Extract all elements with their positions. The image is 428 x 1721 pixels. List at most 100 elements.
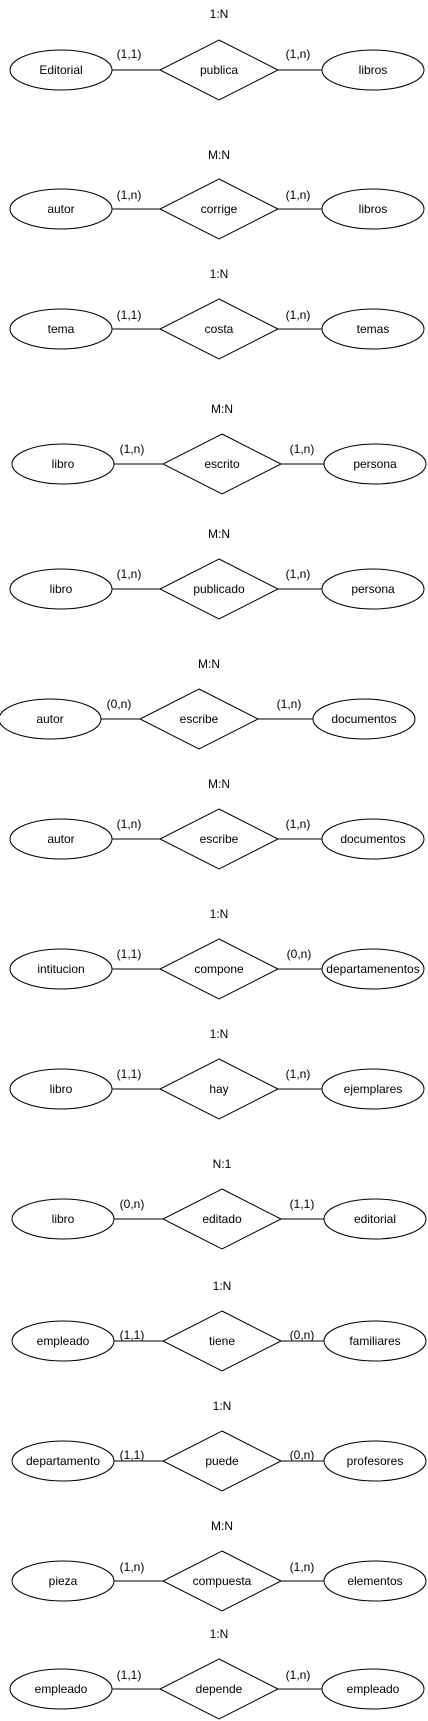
- relationship-diamond: [158, 39, 280, 101]
- left-entity-label: autor: [36, 712, 63, 726]
- cardinality-ratio-label: 1:N: [210, 1627, 229, 1641]
- right-cardinality-label: (0,n): [290, 1448, 315, 1462]
- right-entity-label: libros: [359, 63, 388, 77]
- relationship-label: publicado: [193, 582, 245, 596]
- left-entity-label: autor: [47, 832, 74, 846]
- relationship-label: escribe: [180, 712, 219, 726]
- left-entity-shape: [9, 188, 113, 230]
- relationship-diamond: [161, 1550, 283, 1612]
- right-entity-label: persona: [351, 582, 395, 596]
- relationship-diamond: [161, 433, 283, 495]
- right-entity-shape: [323, 1198, 427, 1240]
- right-cardinality-label: (0,n): [290, 1328, 315, 1342]
- left-entity-label: Editorial: [39, 63, 82, 77]
- left-cardinality-label: (1,1): [117, 308, 142, 322]
- right-entity-shape: [321, 1668, 425, 1710]
- relationship-diamond: [158, 178, 280, 240]
- cardinality-ratio-label: M:N: [208, 527, 230, 541]
- left-entity-shape: [0, 698, 102, 740]
- left-entity-shape: [11, 1198, 115, 1240]
- left-entity-label: libro: [52, 457, 75, 471]
- left-entity-label: pieza: [49, 1574, 78, 1588]
- relationship-diamond: [158, 808, 280, 870]
- cardinality-ratio-label: 1:N: [210, 1027, 229, 1041]
- right-entity-label: departamenentos: [326, 962, 419, 976]
- relationship-label: publica: [200, 63, 238, 77]
- right-entity-label: profesores: [347, 1454, 404, 1468]
- right-cardinality-label: (1,n): [286, 1668, 311, 1682]
- right-entity-shape: [323, 1560, 427, 1602]
- left-cardinality-label: (0,n): [120, 1197, 145, 1211]
- right-cardinality-label: (1,n): [286, 567, 311, 581]
- left-cardinality-label: (1,1): [120, 1328, 145, 1342]
- right-entity-shape: [323, 443, 427, 485]
- left-entity-label: intitucion: [37, 962, 84, 976]
- left-cardinality-label: (1,1): [117, 947, 142, 961]
- left-cardinality-label: (1,n): [117, 567, 142, 581]
- left-cardinality-label: (1,n): [117, 188, 142, 202]
- left-entity-label: libro: [50, 1082, 73, 1096]
- left-entity-label: libro: [50, 582, 73, 596]
- left-cardinality-label: (1,1): [117, 1668, 142, 1682]
- relationship-diamond: [138, 688, 260, 750]
- right-cardinality-label: (1,1): [290, 1197, 315, 1211]
- left-entity-shape: [11, 1440, 115, 1482]
- cardinality-ratio-label: 1:N: [213, 1399, 232, 1413]
- relationship-diamond: [158, 298, 280, 360]
- cardinality-ratio-label: M:N: [208, 148, 230, 162]
- cardinality-ratio-label: 1:N: [210, 907, 229, 921]
- right-cardinality-label: (1,n): [286, 188, 311, 202]
- relationship-diamond: [158, 938, 280, 1000]
- right-entity-label: temas: [357, 322, 390, 336]
- left-entity-label: libro: [52, 1212, 75, 1226]
- relationship-label: hay: [209, 1082, 228, 1096]
- right-entity-label: documentos: [340, 832, 405, 846]
- relationship-diamond: [158, 1058, 280, 1120]
- relationship-label: editado: [202, 1212, 242, 1226]
- right-entity-shape: [321, 188, 425, 230]
- cardinality-ratio-label: 1:N: [210, 267, 229, 281]
- left-entity-label: empleado: [37, 1334, 90, 1348]
- left-cardinality-label: (1,n): [120, 1560, 145, 1574]
- cardinality-ratio-label: N:1: [213, 1157, 232, 1171]
- relationship-label: costa: [205, 322, 234, 336]
- right-entity-shape: [321, 49, 425, 91]
- right-cardinality-label: (1,n): [277, 697, 302, 711]
- right-cardinality-label: (1,n): [290, 1560, 315, 1574]
- right-entity-label: ejemplares: [344, 1082, 403, 1096]
- left-cardinality-label: (1,1): [117, 1067, 142, 1081]
- left-entity-shape: [9, 818, 113, 860]
- relationship-diamond: [158, 558, 280, 620]
- left-entity-shape: [9, 948, 113, 990]
- left-entity-label: autor: [47, 202, 74, 216]
- cardinality-ratio-label: M:N: [211, 402, 233, 416]
- right-entity-shape: [321, 948, 425, 990]
- right-cardinality-label: (1,n): [286, 47, 311, 61]
- relationship-diamond: [158, 1658, 280, 1720]
- left-entity-shape: [11, 1320, 115, 1362]
- relationship-label: depende: [196, 1682, 243, 1696]
- relationship-label: corrige: [201, 202, 238, 216]
- left-entity-shape: [9, 1668, 113, 1710]
- relationship-label: escribe: [200, 832, 239, 846]
- cardinality-ratio-label: M:N: [211, 1519, 233, 1533]
- relationship-diamond: [161, 1188, 283, 1250]
- right-entity-shape: [321, 1068, 425, 1110]
- relationship-diamond: [161, 1430, 283, 1492]
- relationship-diamond: [161, 1310, 283, 1372]
- left-cardinality-label: (1,1): [120, 1448, 145, 1462]
- right-entity-shape: [323, 1440, 427, 1482]
- right-entity-label: libros: [359, 202, 388, 216]
- right-entity-label: familiares: [349, 1334, 400, 1348]
- right-entity-shape: [323, 1320, 427, 1362]
- right-entity-label: elementos: [347, 1574, 402, 1588]
- relationship-label: compone: [194, 962, 244, 976]
- right-cardinality-label: (1,n): [286, 308, 311, 322]
- left-entity-label: empleado: [35, 1682, 88, 1696]
- cardinality-ratio-label: 1:N: [213, 1279, 232, 1293]
- right-entity-label: documentos: [331, 712, 396, 726]
- relationship-label: tiene: [209, 1334, 235, 1348]
- left-cardinality-label: (1,1): [117, 47, 142, 61]
- right-cardinality-label: (1,n): [290, 442, 315, 456]
- cardinality-ratio-label: 1:N: [210, 7, 229, 21]
